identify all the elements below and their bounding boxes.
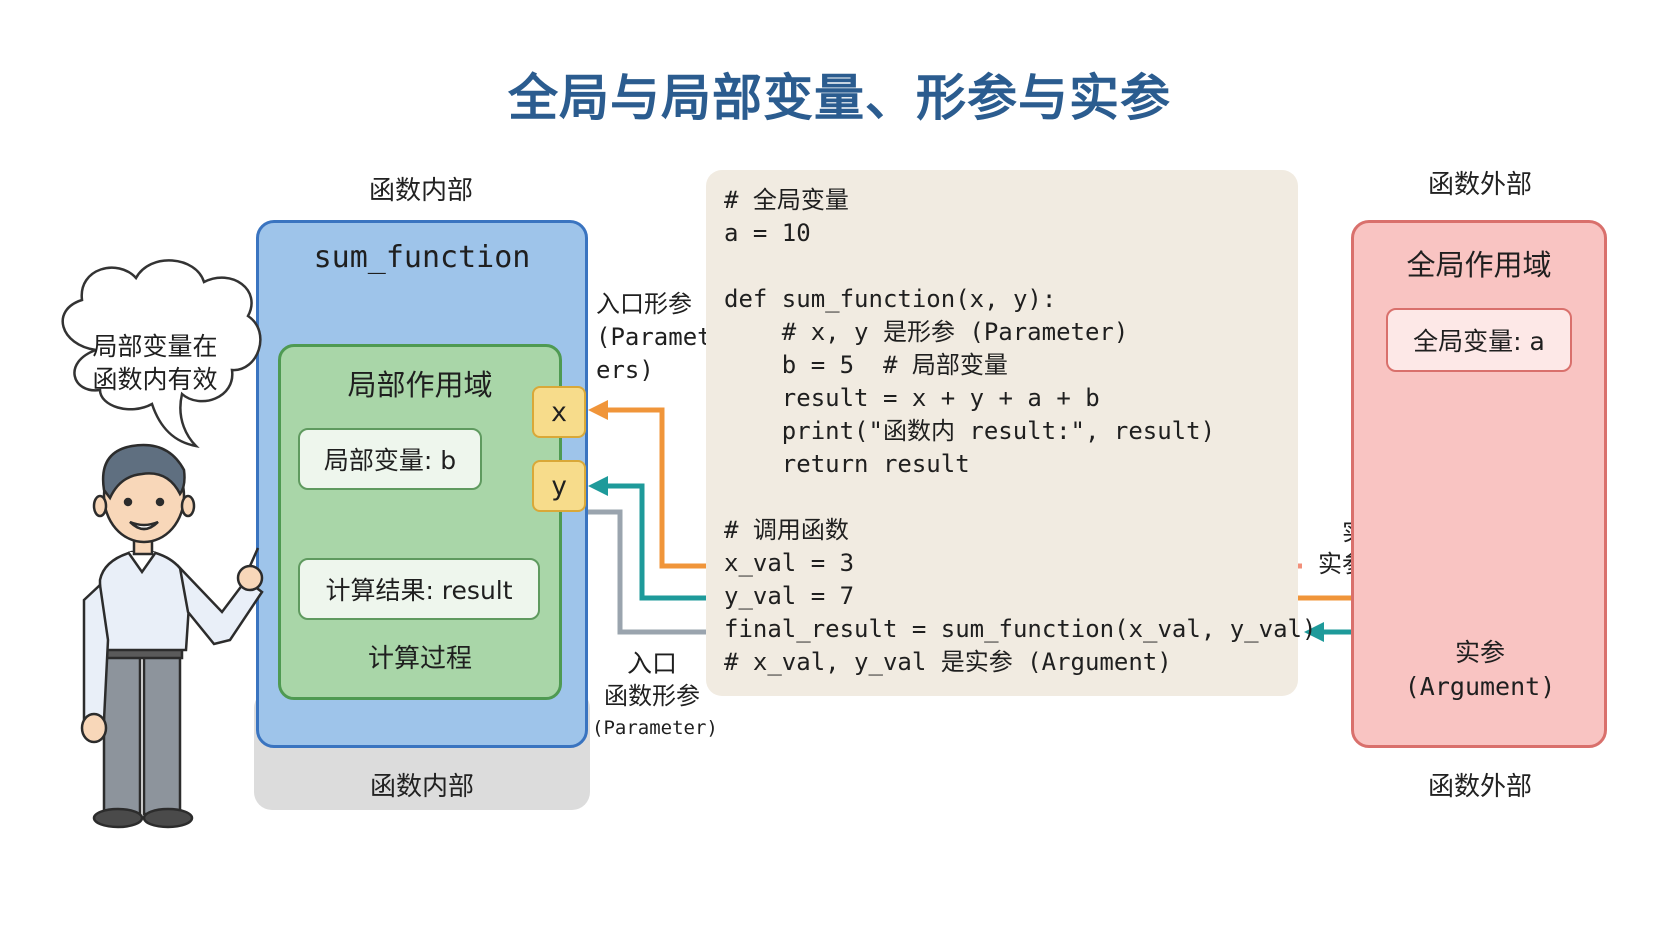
result-variable: 计算结果: result — [298, 558, 540, 620]
entry-top-line-2: (Paramet — [596, 323, 712, 351]
local-scope-label: 局部作用域 — [347, 368, 493, 402]
code-line — [724, 250, 1316, 283]
parameter-y-box: y — [532, 460, 586, 512]
parameter-x-box: x — [532, 386, 586, 438]
code-line: # x, y 是形参 (Parameter) — [724, 318, 1129, 346]
code-line: y_val = 7 — [724, 582, 855, 610]
code-panel — [706, 170, 1298, 696]
local-variable-b: 局部变量: b — [298, 428, 482, 490]
speech-bubble-cloud — [61, 259, 262, 448]
teal-arrowhead-final — [1304, 622, 1324, 642]
code-line: b = 5 # 局部变量 — [724, 351, 1008, 379]
entry-function-parameter-annotation: 入口 函数形参 (Parameter) — [592, 648, 718, 744]
argument-line-1: 实参 — [1454, 638, 1505, 667]
code-line: x_val = 3 — [724, 549, 855, 577]
function-outside-top-label: 函数外部 — [1427, 170, 1532, 200]
argument-line-2: (Argument) — [1404, 672, 1556, 701]
entry-bottom-line-2: 函数形参 — [604, 682, 700, 710]
entry-top-line-3: ers) — [596, 356, 654, 384]
teal-arrowhead-y — [588, 476, 608, 496]
gray-arrow — [588, 509, 712, 635]
argument-label: 实参 (Argument) — [1390, 636, 1570, 704]
global-scope-label: 全局作用域 — [1406, 248, 1552, 282]
code-line: final_result = sum_function(x_val, y_val… — [724, 615, 1317, 643]
code-line: print("函数内 result:", result) — [724, 417, 1216, 445]
global-variable-a: 全局变量: a — [1386, 308, 1572, 372]
code-line: a = 10 — [724, 219, 811, 247]
code-line: # x_val, y_val 是实参 (Argument) — [724, 648, 1172, 676]
code-line: def sum_function(x, y): — [724, 285, 1057, 313]
code-line: # 调用函数 — [724, 516, 849, 544]
function-inside-top-label: 函数内部 — [368, 176, 473, 206]
function-name: sum_function — [313, 240, 531, 275]
entry-bottom-line-1: 入口 — [626, 649, 677, 678]
page-title: 全局与局部变量、形参与实参 — [508, 69, 1171, 127]
speech-bubble-line-1: 局部变量在 — [92, 332, 218, 361]
entry-top-line-1: 入口形参 — [596, 290, 692, 318]
function-inside-bottom-label: 函数内部 — [369, 772, 474, 802]
teacher-figure — [80, 443, 264, 829]
code-line: result = x + y + a + b — [724, 384, 1100, 412]
speech-bubble-text: 局部变量在 函数内有效 — [80, 330, 230, 396]
speech-bubble-line-2: 函数内有效 — [92, 365, 218, 394]
code-line: return result — [724, 450, 970, 478]
function-outside-bottom-label: 函数外部 — [1427, 772, 1532, 802]
entry-bottom-line-3: (Parameter) — [592, 717, 718, 739]
local-scope-box — [278, 344, 562, 700]
orange-arrowhead-x — [588, 400, 608, 420]
code-block: # 全局变量 a = 10 def sum_function(x, y): # x… — [724, 184, 1316, 679]
code-line: # 全局变量 — [724, 186, 849, 214]
process-label: 计算过程 — [367, 644, 472, 674]
code-line — [724, 481, 1316, 514]
entry-parameters-annotation: 入口形参 (Paramet ers) — [596, 288, 712, 387]
